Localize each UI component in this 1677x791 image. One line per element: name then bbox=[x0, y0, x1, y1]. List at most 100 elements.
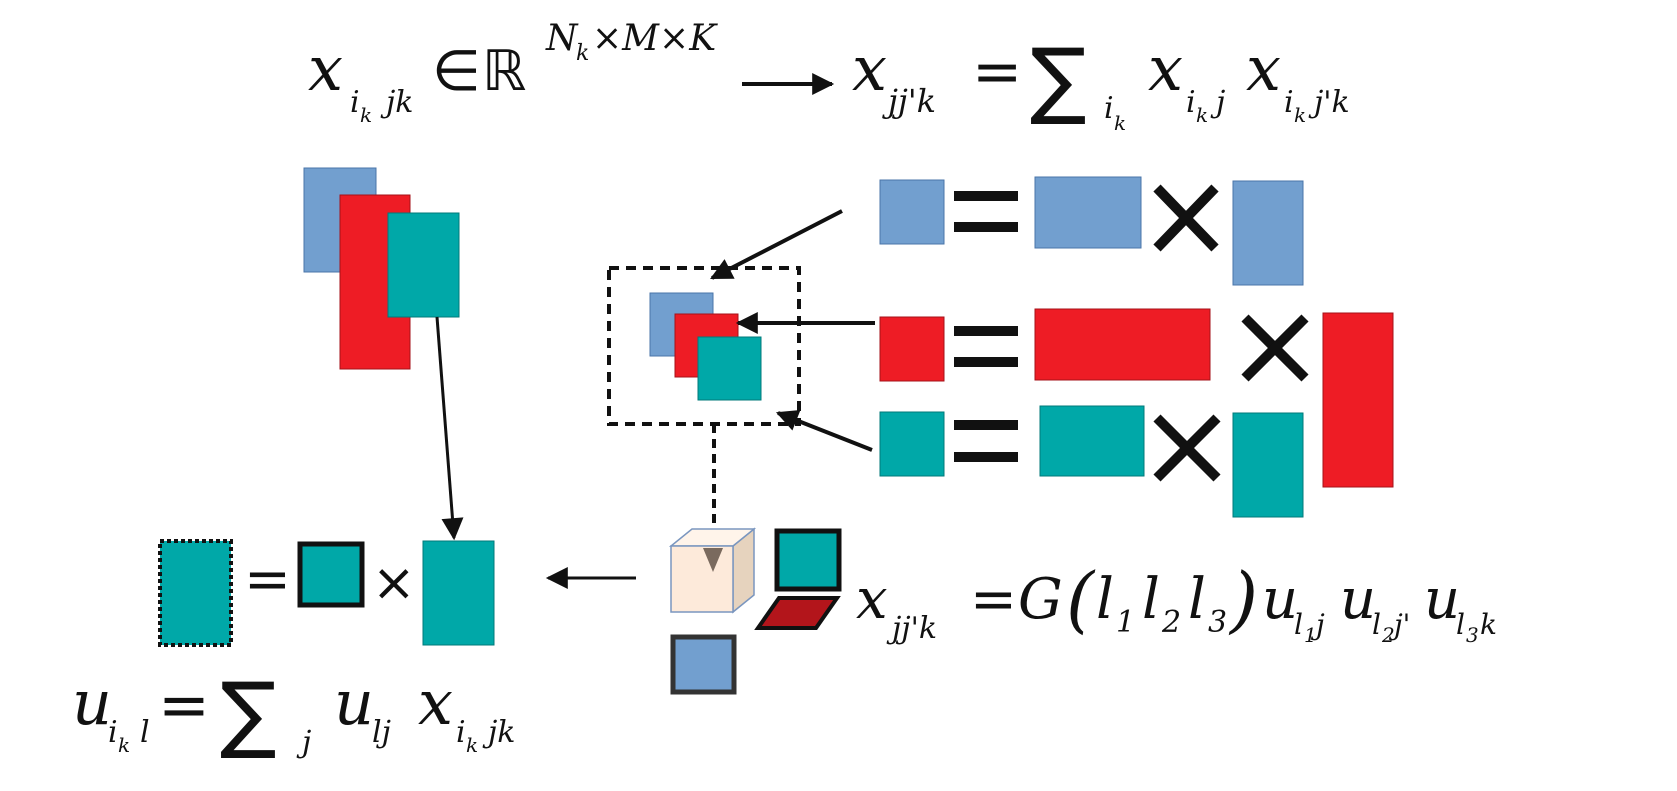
eq-var: x bbox=[418, 666, 453, 739]
dashed-tensor-box bbox=[607, 266, 801, 426]
eq-sub: k bbox=[1480, 608, 1497, 641]
small-teal-square bbox=[297, 541, 365, 608]
sum-symbol: ∑ bbox=[1030, 30, 1087, 128]
equals-bar bbox=[954, 222, 1018, 232]
eq-sub: i bbox=[350, 85, 360, 120]
projection-factorization: = × bbox=[158, 539, 495, 647]
tensor-slices-stack bbox=[303, 167, 460, 370]
gram-teal bbox=[879, 411, 945, 477]
eq-sub: l bbox=[1294, 608, 1303, 641]
row-red-factorization bbox=[879, 308, 1394, 488]
times-sign: × bbox=[372, 553, 416, 613]
row-blue-factorization bbox=[879, 176, 1304, 286]
eq-var: l bbox=[1096, 567, 1114, 632]
tensor-definition-equation: x i k jk ∈ ℝ N k ×M×K bbox=[308, 18, 718, 127]
eq-var: u bbox=[334, 666, 374, 739]
factor-teal-square bbox=[774, 528, 842, 592]
matrix-red-wide bbox=[1034, 308, 1211, 381]
matrix-teal-tall bbox=[1232, 412, 1304, 518]
eq-subsub: k bbox=[1114, 111, 1126, 135]
eq-subsub: k bbox=[1196, 103, 1208, 127]
eq-sub: i bbox=[1186, 85, 1196, 120]
tucker-equation: x jj'k = G ( l 1 l 2 l 3 ) u l 1 j u l 2… bbox=[856, 557, 1497, 647]
projected-teal bbox=[158, 539, 233, 647]
equals-bar bbox=[954, 357, 1018, 367]
eq-sub: l bbox=[1372, 608, 1381, 641]
eq-sup: N bbox=[545, 18, 579, 59]
small-teal-square bbox=[697, 336, 762, 401]
eq-paren: ( bbox=[1066, 557, 1096, 641]
real-set-symbol: ℝ bbox=[482, 39, 526, 104]
eq-sub: j'k bbox=[1308, 85, 1350, 120]
arrow-teal-to-stack bbox=[775, 410, 873, 452]
eq-var: u bbox=[72, 666, 112, 739]
eq-sub: jj'k bbox=[882, 82, 936, 120]
eq-sub: 3 bbox=[1208, 605, 1227, 640]
gram-tensor-stack bbox=[649, 292, 762, 401]
factor-red-parallelogram bbox=[754, 596, 841, 630]
eq-var: x bbox=[856, 567, 888, 632]
eq-var: x bbox=[308, 32, 343, 105]
gram-sum-equation: x jj'k = ∑ i k x i k j x i k j'k bbox=[852, 30, 1350, 135]
tall-teal-rect bbox=[422, 540, 495, 646]
gram-red bbox=[879, 316, 945, 382]
eq-sub: i bbox=[1104, 91, 1114, 126]
sum-symbol: ∑ bbox=[220, 664, 277, 762]
eq-subsub: 3 bbox=[1466, 623, 1479, 647]
core-g: G bbox=[1018, 567, 1063, 632]
eq-paren: ) bbox=[1228, 557, 1258, 641]
eq-sub: jk bbox=[482, 715, 515, 750]
matrix-red-tall bbox=[1322, 312, 1394, 488]
eq-var: l bbox=[1142, 567, 1160, 632]
cube-down-triangle bbox=[703, 548, 723, 572]
equals-bar bbox=[954, 420, 1018, 430]
eq-equals: = bbox=[972, 37, 1022, 107]
times-symbol bbox=[1241, 314, 1309, 382]
eq-sub: 2 bbox=[1161, 605, 1181, 640]
core-tensor-cube bbox=[668, 527, 757, 614]
eq-sub: lj bbox=[372, 715, 391, 750]
gram-blue bbox=[879, 179, 945, 245]
equals-bar bbox=[954, 452, 1018, 462]
eq-var: l bbox=[1188, 567, 1206, 632]
eq-subsub: k bbox=[466, 733, 478, 757]
arrow-blue-to-stack bbox=[710, 209, 843, 280]
eq-var: x bbox=[1246, 32, 1281, 105]
matrix-blue-wide bbox=[1034, 176, 1142, 249]
eq-sup: ×M×K bbox=[592, 18, 718, 59]
times-symbol bbox=[1153, 414, 1221, 482]
eq-var: u bbox=[1424, 567, 1460, 632]
eq-sub: j bbox=[1210, 85, 1225, 120]
eq-sub: j bbox=[296, 725, 311, 760]
slice-teal bbox=[387, 212, 460, 318]
equals-bar bbox=[954, 191, 1018, 201]
times-symbol bbox=[1153, 184, 1219, 252]
eq-sub: i bbox=[1284, 85, 1294, 120]
eq-subsub: 1 bbox=[1304, 623, 1317, 647]
eq-sub: jk bbox=[380, 85, 413, 120]
matrix-blue-tall bbox=[1232, 180, 1304, 286]
eq-var: u bbox=[1340, 567, 1376, 632]
matrix-teal-wide bbox=[1039, 405, 1145, 477]
eq-sup-sub: k bbox=[576, 41, 589, 66]
eq-sub: jj'k bbox=[886, 611, 937, 646]
equals-sign: = bbox=[244, 547, 291, 612]
eq-subsub: 2 bbox=[1381, 623, 1395, 647]
down-arrow bbox=[435, 316, 464, 541]
eq-sub: j' bbox=[1388, 608, 1410, 641]
eq-equals: = bbox=[158, 668, 210, 741]
eq-subsub: k bbox=[118, 733, 130, 757]
eq-var: u bbox=[1262, 567, 1298, 632]
projection-equation: u i k l = ∑ j u lj x i k jk bbox=[72, 664, 515, 762]
row-teal-factorization bbox=[879, 405, 1304, 518]
eq-sub: l bbox=[140, 715, 150, 750]
eq-var: x bbox=[852, 32, 887, 105]
cube-front-face bbox=[670, 545, 734, 613]
eq-sub: 1 bbox=[1116, 605, 1135, 640]
eq-var: x bbox=[1148, 32, 1183, 105]
eq-sub: i bbox=[456, 715, 466, 750]
eq-sub: l bbox=[1456, 608, 1465, 641]
eq-equals: = bbox=[970, 567, 1017, 632]
eq-subsub: k bbox=[360, 103, 372, 127]
